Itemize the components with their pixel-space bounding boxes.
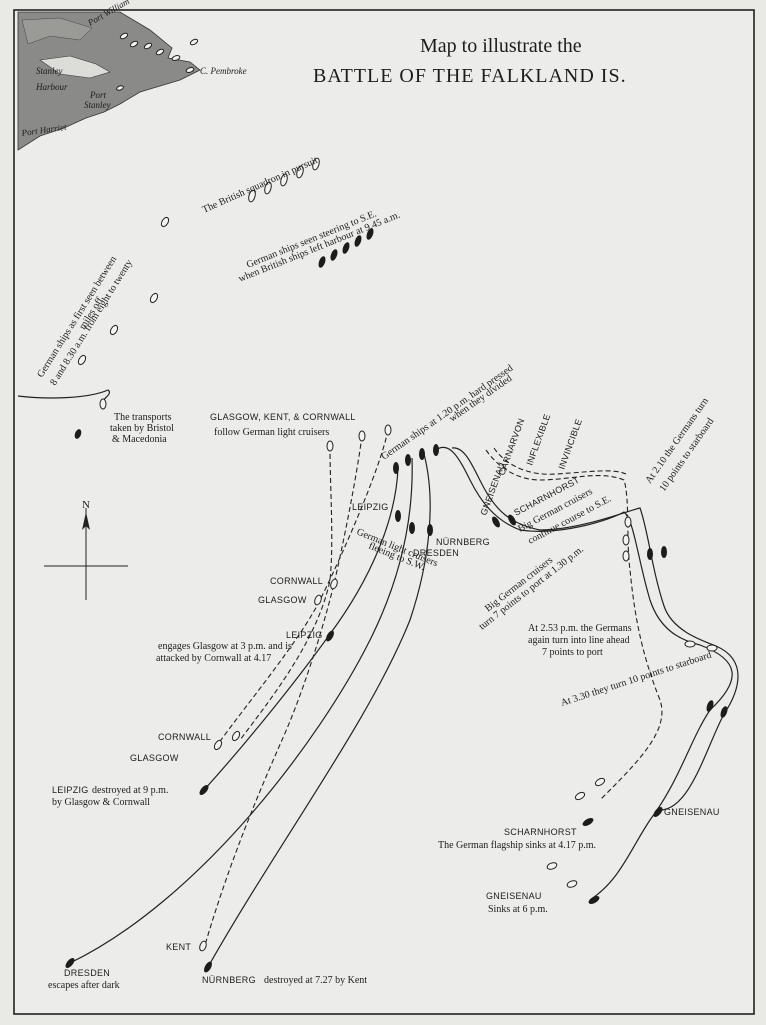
big-cruisers-track: [435, 446, 733, 901]
note-transports-1: The transports: [114, 412, 172, 423]
german-ships-first-seen: [77, 216, 170, 366]
label-stanley-harbour-2: Harbour: [35, 82, 68, 92]
ship-glasgow-2: GLASGOW: [130, 753, 179, 763]
cornwall-track: [204, 435, 363, 946]
note-follow-2: follow German light cruisers: [214, 427, 329, 438]
german-light-cruisers: [65, 444, 439, 973]
dresden-track: [69, 457, 413, 964]
british-squadron-ships: [248, 157, 320, 203]
ship-leipzig-3: LEIPZIG: [52, 785, 89, 795]
ship-leipzig-2: LEIPZIG: [286, 630, 323, 640]
map-title-line1: Map to illustrate the: [420, 35, 582, 57]
british-battlecruiser-ships: [546, 516, 632, 888]
note-leipzig-destroyed-2: by Glasgow & Cornwall: [52, 797, 150, 808]
compass: [44, 508, 128, 600]
german-ships-se: [318, 228, 374, 268]
british-cruiser-ships: [199, 424, 392, 952]
ship-nurnberg-2: NÜRNBERG: [202, 975, 256, 985]
ship-glasgow-1: GLASGOW: [258, 595, 307, 605]
ship-cornwall-1: CORNWALL: [270, 576, 323, 586]
note-transports-2: taken by Bristol: [110, 423, 174, 434]
compass-north: N: [82, 499, 90, 511]
note-leipzig-destroyed-1: destroyed at 9 p.m.: [92, 785, 168, 796]
ship-gneisenau-2: GNEISENAU: [664, 807, 720, 817]
british-battlecruisers-track: [485, 449, 663, 801]
ship-gneisenau-3: GNEISENAU: [486, 891, 542, 901]
harbour-ships: [116, 32, 199, 91]
label-port-stanley: Port: [89, 90, 107, 100]
note-transports-3: & Macedonia: [112, 434, 167, 445]
nurnberg-track: [207, 453, 431, 968]
ship-dresden-1: DRESDEN: [413, 548, 459, 558]
note-line-ahead-1: At 2.53 p.m. the Germans: [528, 623, 632, 634]
big-cruiser-ships: [492, 514, 728, 904]
note-line-ahead-3: 7 points to port: [542, 647, 603, 658]
note-line-ahead-2: again turn into line ahead: [528, 635, 630, 646]
british-battlecruisers-track-2: [493, 447, 627, 475]
label-port-stanley-2: Stanley: [84, 100, 111, 110]
glasgow-track: [217, 429, 389, 745]
note-scharnhorst-sinks: The German flagship sinks at 4.17 p.m.: [438, 840, 596, 851]
note-follow-1: GLASGOW, KENT, & CORNWALL: [210, 412, 356, 422]
ship-kent: KENT: [166, 942, 191, 952]
ship-dresden-2: DRESDEN: [64, 968, 110, 978]
map-title-line2: BATTLE OF THE FALKLAND IS.: [313, 65, 627, 87]
ship-scharnhorst-2: SCHARNHORST: [504, 827, 577, 837]
ship-cornwall-2: CORNWALL: [158, 732, 211, 742]
ship-leipzig-1: LEIPZIG: [352, 502, 389, 512]
map-frame: [13, 9, 755, 1015]
note-gneisenau-sinks: Sinks at 6 p.m.: [488, 904, 548, 915]
label-c-pembroke: C. Pembroke: [200, 66, 247, 76]
note-leipzig-engages-2: engages Glasgow at 3 p.m. and is: [158, 641, 292, 652]
note-leipzig-engages-3: attacked by Cornwall at 4.17: [156, 653, 271, 664]
falkland-coast: [17, 11, 201, 151]
note-nurnberg-destroyed: destroyed at 7.27 by Kent: [264, 975, 367, 986]
ship-nurnberg-1: NÜRNBERG: [436, 537, 490, 547]
note-dresden-escapes: escapes after dark: [48, 980, 120, 991]
label-stanley-harbour: Stanley: [36, 66, 63, 76]
